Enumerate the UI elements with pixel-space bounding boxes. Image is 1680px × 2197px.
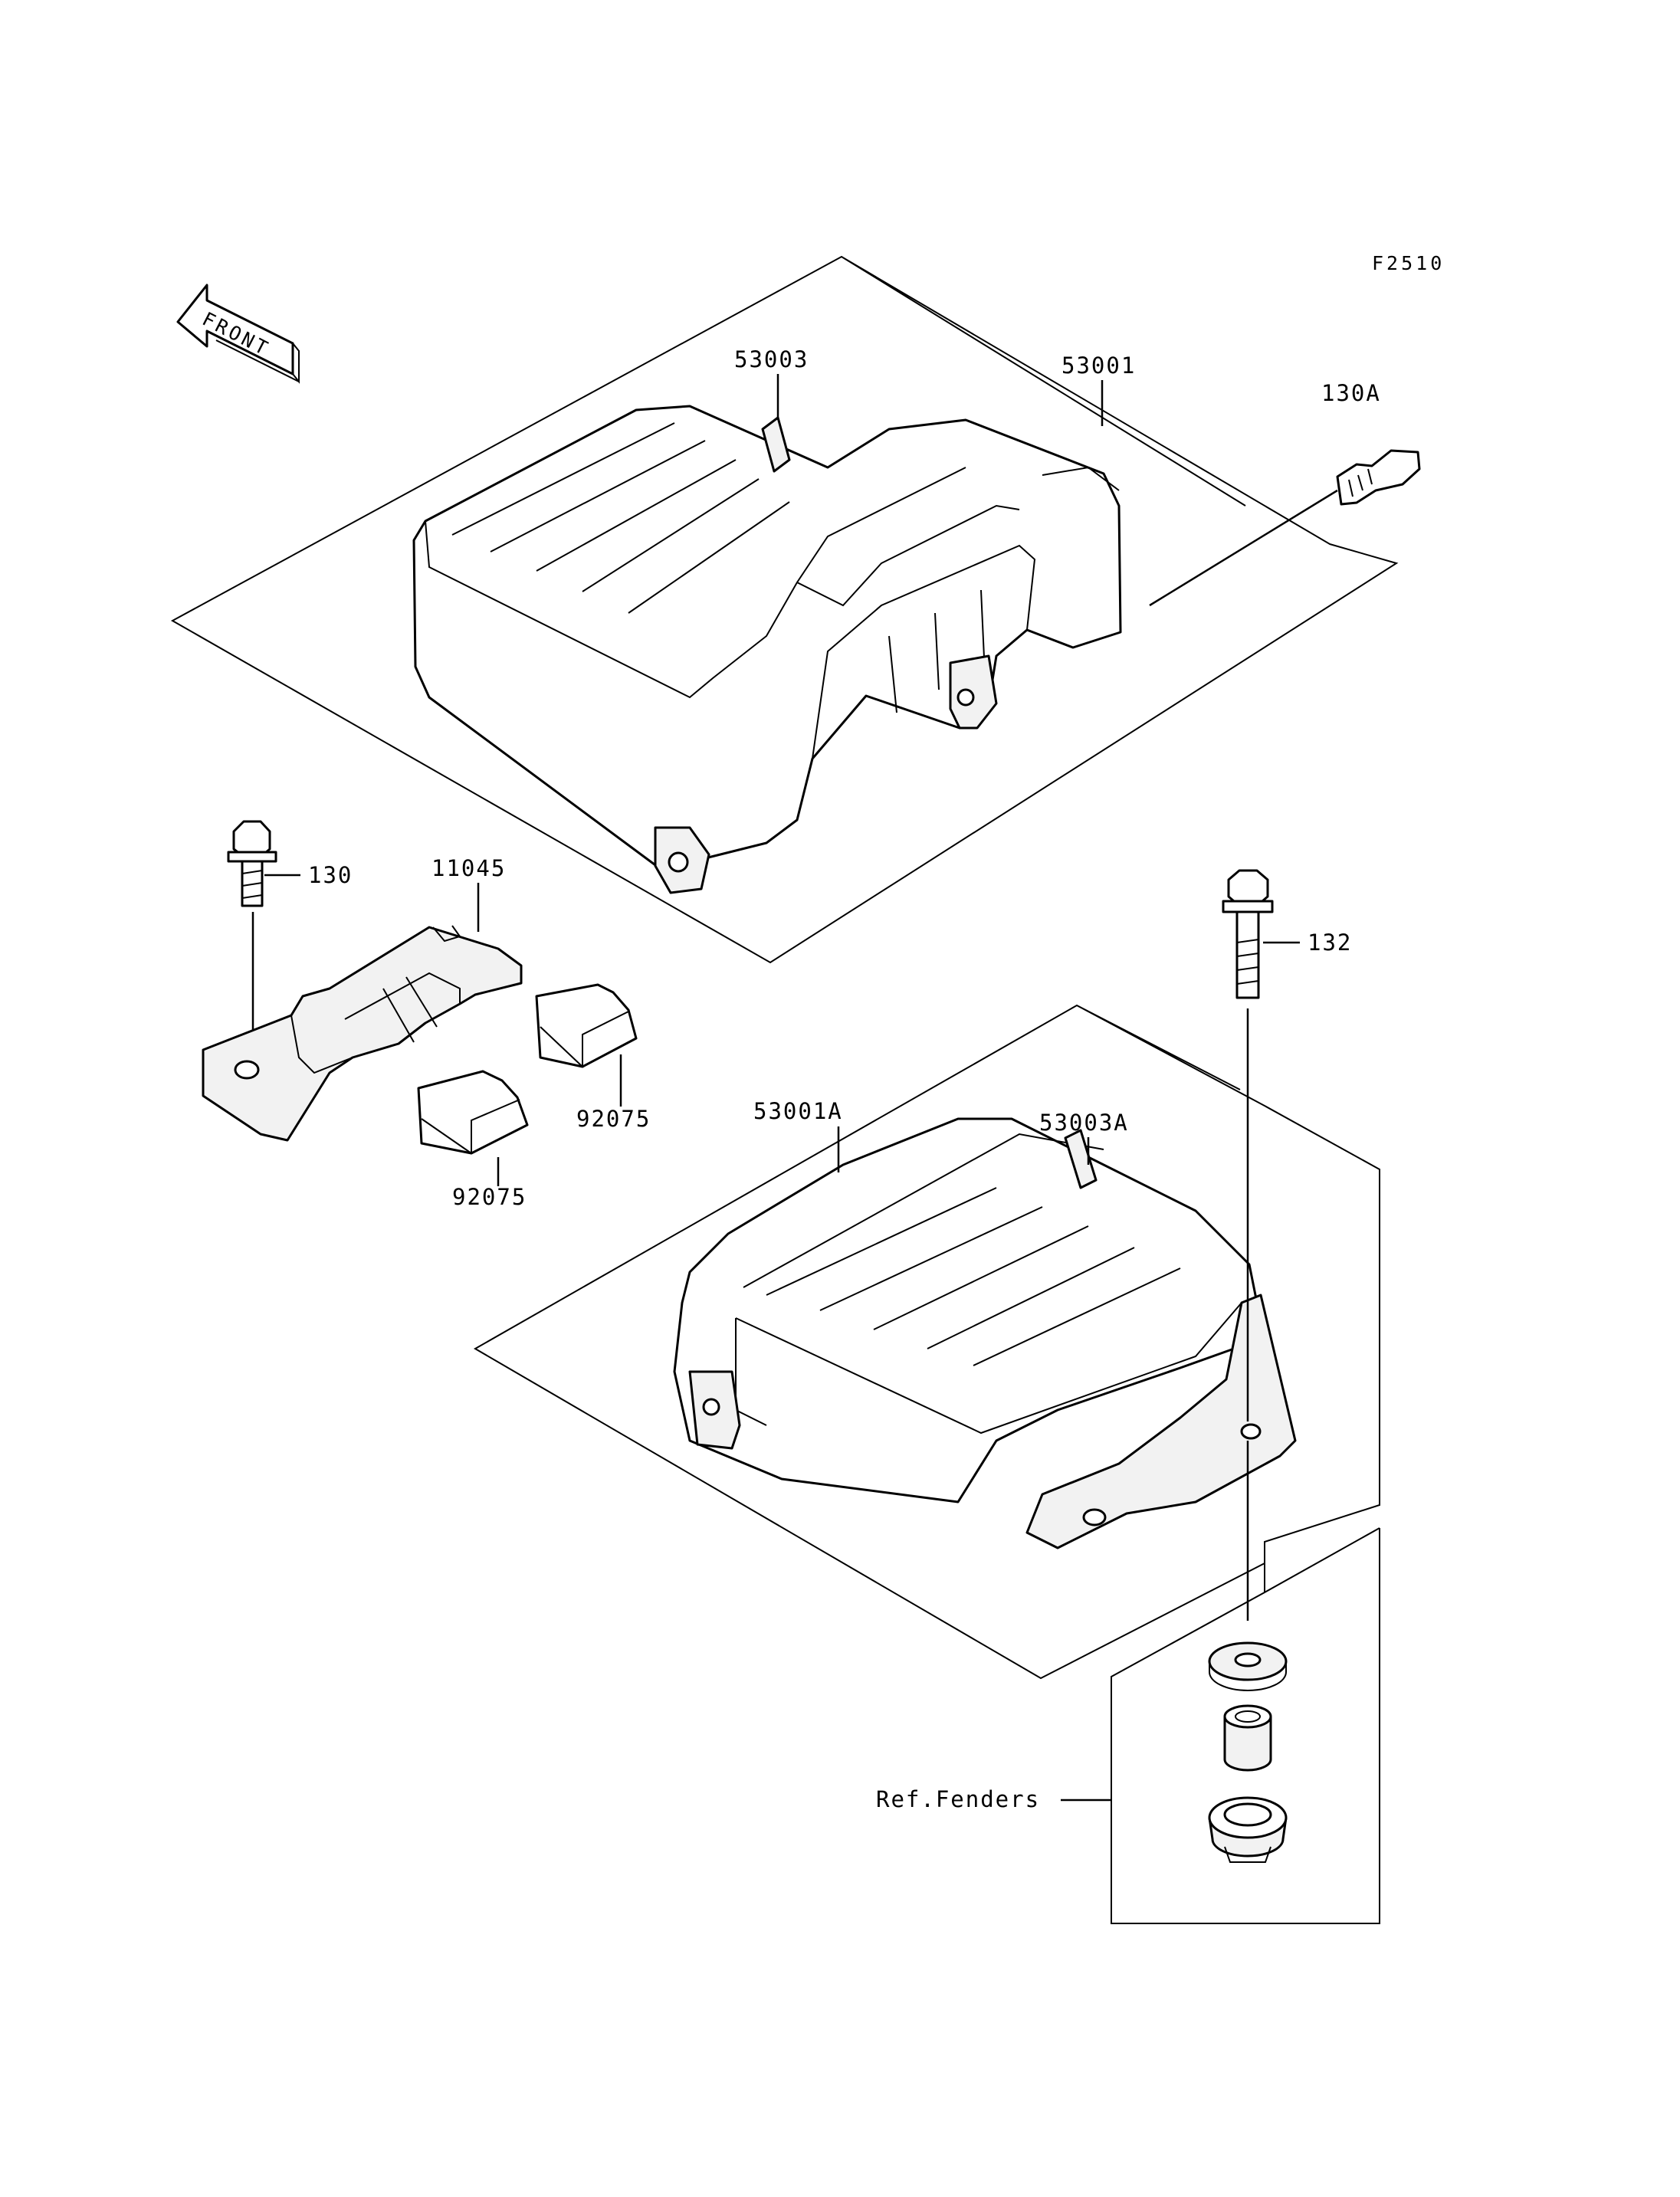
callout-130: 130 <box>308 862 353 888</box>
callout-130A: 130A <box>1321 380 1381 406</box>
figure-id: F2510 <box>1372 252 1445 274</box>
grommet-bottom-icon <box>1208 1796 1288 1863</box>
upper-seat <box>412 405 1122 894</box>
callout-53001A: 53001A <box>753 1098 843 1124</box>
callout-92075-a: 92075 <box>576 1106 651 1132</box>
callout-53003: 53003 <box>734 346 809 372</box>
bracket-11045 <box>202 925 523 1142</box>
ref-fenders-label: Ref.Fenders <box>876 1786 1040 1812</box>
collar-icon <box>1223 1704 1272 1772</box>
upper-group-outline <box>170 255 1399 964</box>
pad-92075-lower-icon <box>417 1070 529 1155</box>
pad-92075-upper-icon <box>535 983 638 1068</box>
lower-seat <box>673 1117 1297 1549</box>
front-arrow-icon: FRONT <box>176 284 300 384</box>
grommet-top-icon <box>1208 1641 1288 1691</box>
callout-53003A: 53003A <box>1039 1110 1129 1136</box>
callout-53001: 53001 <box>1061 353 1136 379</box>
bolt-130-icon <box>227 820 277 907</box>
callout-132: 132 <box>1308 930 1352 956</box>
callout-11045: 11045 <box>431 855 506 881</box>
bolt-130a-icon <box>1336 449 1421 506</box>
bolt-132-icon <box>1222 869 1274 999</box>
callout-92075-b: 92075 <box>452 1184 527 1210</box>
